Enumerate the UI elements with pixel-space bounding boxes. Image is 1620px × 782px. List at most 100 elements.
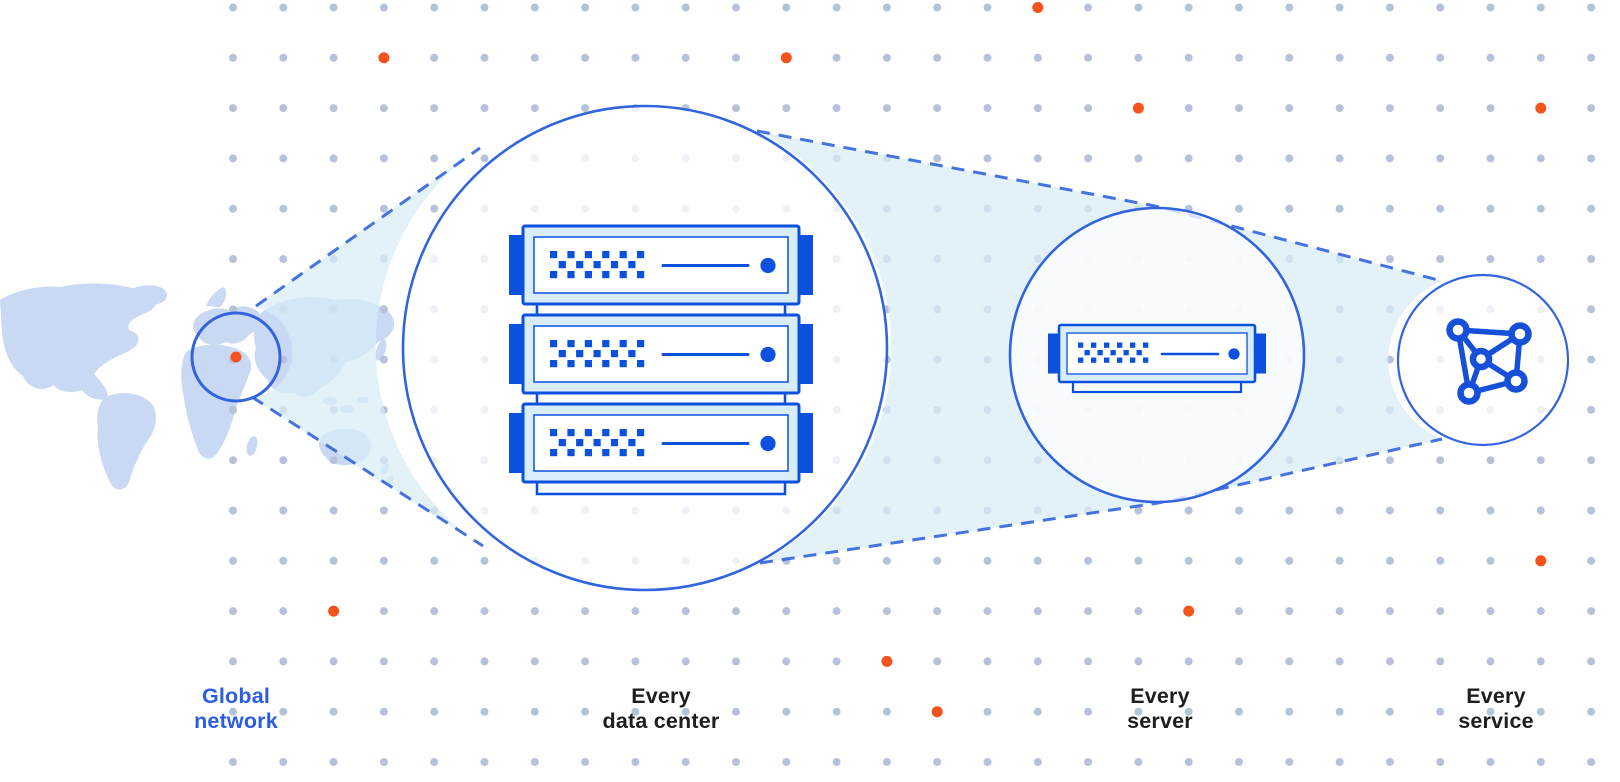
location-marker-icon <box>230 351 242 363</box>
grid-dot <box>1134 556 1143 565</box>
grid-dot <box>1536 456 1545 465</box>
grid-dot <box>1436 255 1445 263</box>
grid-dot <box>1184 657 1193 666</box>
grid-dot <box>229 53 237 62</box>
grid-dot <box>279 204 288 213</box>
vent-square <box>637 251 645 259</box>
vent-square <box>1104 357 1110 363</box>
grid-dot <box>732 104 740 113</box>
vent-square <box>550 271 558 279</box>
grid-dot <box>832 3 841 12</box>
grid-dot <box>1385 657 1394 666</box>
grid-dot <box>1184 556 1193 565</box>
grid-dot <box>933 657 942 666</box>
server-ear <box>509 413 525 473</box>
grid-dot <box>832 707 841 716</box>
grid-dot <box>1285 204 1294 213</box>
grid-dot <box>1486 104 1495 113</box>
vent-square <box>1110 350 1116 356</box>
grid-dot <box>1587 355 1596 364</box>
mesh-network-icon <box>1446 318 1532 405</box>
grid-dot <box>1235 657 1243 666</box>
grid-dot <box>1084 657 1093 666</box>
grid-dot <box>530 3 539 12</box>
grid-dot <box>732 657 740 666</box>
grid-dot <box>430 104 439 113</box>
grid-dot <box>983 154 992 163</box>
grid-dot <box>329 506 338 515</box>
grid-dot <box>681 607 690 616</box>
grid-dot <box>832 607 841 616</box>
vent-square <box>558 439 566 447</box>
grid-dot <box>1285 556 1294 565</box>
mesh-node <box>1446 318 1470 342</box>
grid-dot <box>329 456 338 465</box>
grid-dot <box>379 104 388 113</box>
grid-dot <box>1184 3 1193 12</box>
mesh-node <box>1469 347 1493 371</box>
grid-dot <box>1587 556 1596 565</box>
grid-dot <box>530 607 539 616</box>
grid-dot-orange <box>881 655 893 667</box>
grid-dot <box>581 707 590 716</box>
grid-dot <box>732 607 740 616</box>
grid-dot <box>882 104 891 113</box>
vent-square <box>602 449 610 457</box>
grid-dot <box>530 657 539 666</box>
grid-dot <box>1033 104 1042 113</box>
grid-dot <box>1436 204 1445 213</box>
grid-dot <box>1486 255 1495 263</box>
vent-square <box>1091 342 1097 348</box>
vent-square <box>1084 350 1090 356</box>
grid-dot <box>229 405 237 414</box>
vent-square <box>593 350 601 358</box>
grid-dot <box>983 707 992 716</box>
grid-dot <box>933 758 942 766</box>
grid-dot <box>1536 53 1545 62</box>
grid-dot <box>229 758 237 766</box>
grid-dot <box>1134 154 1143 163</box>
grid-dot <box>933 607 942 616</box>
grid-dot <box>1385 154 1394 163</box>
grid-dot <box>1134 657 1143 666</box>
grid-dot <box>1033 657 1042 666</box>
grid-dot <box>1235 707 1243 716</box>
grid-dot <box>379 204 388 213</box>
grid-dot-orange <box>328 605 340 617</box>
grid-dot <box>933 3 942 12</box>
grid-dot <box>631 657 640 666</box>
vent-square <box>1117 357 1123 363</box>
grid-dot <box>379 3 388 12</box>
server-ear <box>797 324 813 384</box>
grid-dot <box>1084 154 1093 163</box>
grid-dot <box>1436 758 1445 766</box>
globe-region-circle <box>190 311 282 403</box>
grid-dot <box>1184 758 1193 766</box>
vent-square <box>628 350 636 358</box>
vent-square <box>1078 342 1084 348</box>
vent-square <box>567 271 575 279</box>
vent-square <box>610 261 619 269</box>
grid-dot <box>732 3 740 12</box>
grid-dot <box>379 657 388 666</box>
grid-dot <box>480 758 489 766</box>
vent-square <box>1143 342 1149 348</box>
grid-dot <box>1486 204 1495 213</box>
grid-dot <box>530 758 539 766</box>
grid-dot <box>1385 758 1394 766</box>
vent-square <box>602 251 610 259</box>
grid-dot <box>933 154 942 163</box>
grid-dot <box>1285 506 1294 515</box>
grid-dot <box>1033 556 1042 565</box>
grid-dot <box>1436 607 1445 616</box>
grid-dot <box>1436 707 1445 716</box>
grid-dot <box>581 53 590 62</box>
grid-dot <box>631 3 640 12</box>
grid-dot-orange <box>1183 605 1195 617</box>
grid-dot <box>530 104 539 113</box>
vent-square <box>1104 342 1110 348</box>
grid-dot <box>1486 3 1495 12</box>
grid-dot <box>1235 758 1243 766</box>
grid-dot <box>732 758 740 766</box>
grid-dot <box>1587 104 1596 113</box>
